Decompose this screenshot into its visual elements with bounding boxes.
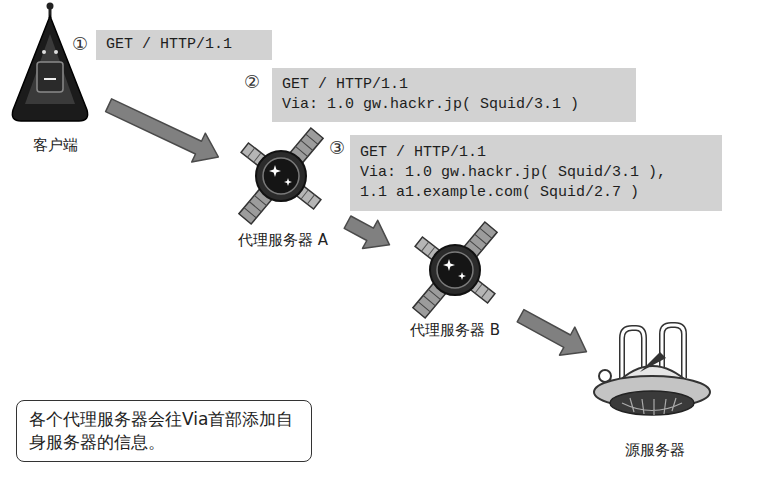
client-icon <box>12 3 87 122</box>
proxy-icon <box>413 222 497 318</box>
origin-server-icon <box>594 325 710 415</box>
node-label: 代理服务器 A <box>222 230 344 250</box>
node-label: 客户端 <box>5 135 105 155</box>
node-label: 代理服务器 B <box>393 320 517 340</box>
note-box: 各个代理服务器会往Via首部添加自身服务器的信息。 <box>16 400 312 462</box>
message-line: GET / HTTP/1.1 <box>282 75 626 95</box>
flow-arrow <box>517 310 586 356</box>
message-box: GET / HTTP/1.1Via: 1.0 gw.hackr.jp( Squi… <box>272 68 636 122</box>
proxy-icon <box>239 128 323 224</box>
flow-arrow <box>344 216 389 248</box>
message-box: GET / HTTP/1.1Via: 1.0 gw.hackr.jp( Squi… <box>350 135 722 211</box>
note-text: 各个代理服务器会往Via首部添加自身服务器的信息。 <box>29 408 299 454</box>
message-line: Via: 1.0 gw.hackr.jp( Squid/3.1 ), 1.1 a… <box>360 163 696 203</box>
proxy-node: 代理服务器 A <box>222 125 344 250</box>
flow-arrow <box>106 99 219 162</box>
message-line: GET / HTTP/1.1 <box>106 35 262 55</box>
client-node: 客户端 <box>5 5 105 155</box>
message-box: GET / HTTP/1.1 <box>96 30 272 60</box>
proxy-node: 代理服务器 B <box>393 220 517 340</box>
callout-number: ② <box>244 72 260 92</box>
node-label: 源服务器 <box>590 440 720 460</box>
callout-number: ① <box>72 34 88 54</box>
message-line: GET / HTTP/1.1 <box>360 143 696 163</box>
origin-server-node: 源服务器 <box>590 318 720 460</box>
callout-number: ③ <box>329 138 345 158</box>
message-line: Via: 1.0 gw.hackr.jp( Squid/3.1 ) <box>282 95 626 115</box>
